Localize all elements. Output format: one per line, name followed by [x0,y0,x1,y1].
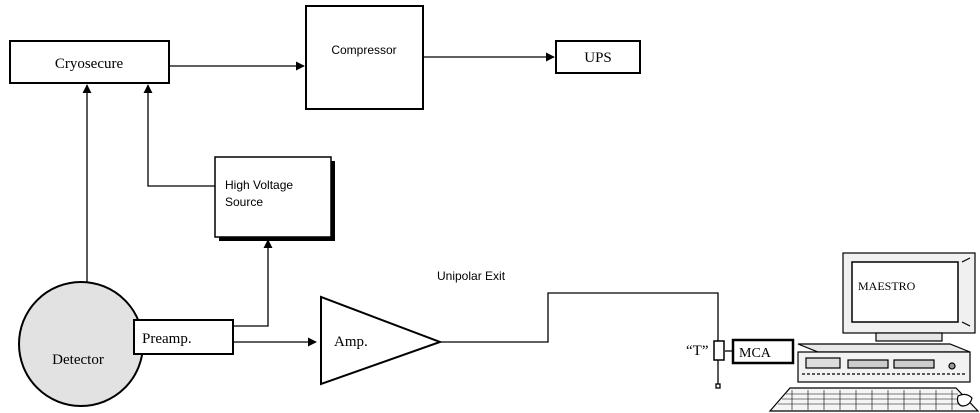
floppy-drive-2 [847,359,889,369]
detector-block: Detector [18,281,144,407]
t-connector-block: “T” [686,340,725,361]
ups-block: UPS [555,40,641,74]
power-light [948,362,956,370]
t-connector-body [713,340,725,361]
cryosecure-label: Cryosecure [55,56,124,72]
arrow-preamp-to-highvoltage [233,239,273,327]
monitor-side [961,257,971,263]
mca-box [731,338,795,365]
cryosecure-box [9,40,170,84]
floppy-drive-3 [893,359,935,369]
compressor-block: Compressor [305,5,424,110]
ups-label: UPS [584,50,612,66]
high-voltage-label-line2: Source [225,195,263,209]
ups-box [555,40,641,74]
detector-circle [18,281,144,407]
line-amp-to-t-connector [440,292,719,343]
amplifier-label: Amp. [334,334,368,350]
high-voltage-source-block: High Voltage Source [214,156,335,241]
monitor-base [875,332,943,342]
preamp-block: Preamp. [133,319,234,355]
arrow-highvoltage-to-cryosecure [143,84,215,187]
high-voltage-label-line1: High Voltage [225,178,293,192]
mca-label: MCA [739,346,772,361]
amplifier-block: Amp. [320,295,443,386]
preamp-box [133,319,234,355]
monitor-side-bottom [961,321,971,327]
compressor-box [305,5,424,110]
amplifier-triangle [320,295,443,386]
floppy-drive-1 [805,357,841,369]
connectors [82,52,733,389]
high-voltage-box [214,156,332,238]
maestro-label: MAESTRO [858,279,916,293]
computer-illustration: MAESTRO [768,252,980,412]
preamp-label: Preamp. [142,331,192,347]
t-connector-label: “T” [686,343,708,359]
monitor-screen [851,261,959,323]
mouse [956,393,973,407]
detector-label: Detector [52,352,104,368]
keyboard-keys [778,390,966,410]
cryosecure-block: Cryosecure [9,40,170,84]
mca-block: MCA [731,338,795,365]
t-connector-terminal [715,383,721,389]
compressor-label: Compressor [331,43,396,57]
system-unit-top [797,343,971,353]
unipolar-exit-label: Unipolar Exit [437,269,506,283]
keyboard [768,387,980,412]
